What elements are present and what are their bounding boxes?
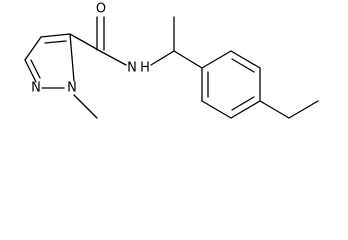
atom-labels: O N H N N (31, 2, 150, 96)
bond-b2-b3-inner (231, 58, 255, 73)
bond-b1-b2 (201, 50, 232, 69)
bond-c3-c4 (24, 36, 42, 61)
bond-b5-b6 (201, 100, 232, 119)
bond-b4-b5-inner (231, 96, 255, 111)
molecule-structure: O N H N N (24, 2, 319, 119)
atom-label-amide-hydrogen: H (140, 61, 150, 76)
bond-carbonyl-n (99, 50, 127, 66)
bond-c4-c5-inner (44, 40, 67, 44)
bond-c3-n2-inner (30, 59, 41, 79)
atom-label-amide-nitrogen: N (127, 61, 137, 76)
atom-label-pyrazole-n1: N (67, 81, 77, 96)
bond-n1-methyl (73, 94, 98, 119)
bond-ch2-ch3 (288, 100, 319, 119)
bond-n-ch (150, 50, 175, 66)
bonds (24, 16, 319, 119)
atom-label-pyrazole-n2: N (31, 81, 41, 96)
bond-b2-b3 (230, 50, 261, 69)
atom-label-carbonyl-oxygen: O (96, 2, 106, 17)
bond-n1-c5 (69, 33, 75, 82)
bond-ch-ring (173, 50, 203, 69)
bond-c4-c5 (40, 33, 71, 38)
bond-c3-n2 (24, 59, 37, 83)
bond-ring-ch2 (259, 100, 290, 119)
bond-b4-b5 (230, 100, 261, 119)
bond-c5-carbonyl (69, 33, 101, 52)
